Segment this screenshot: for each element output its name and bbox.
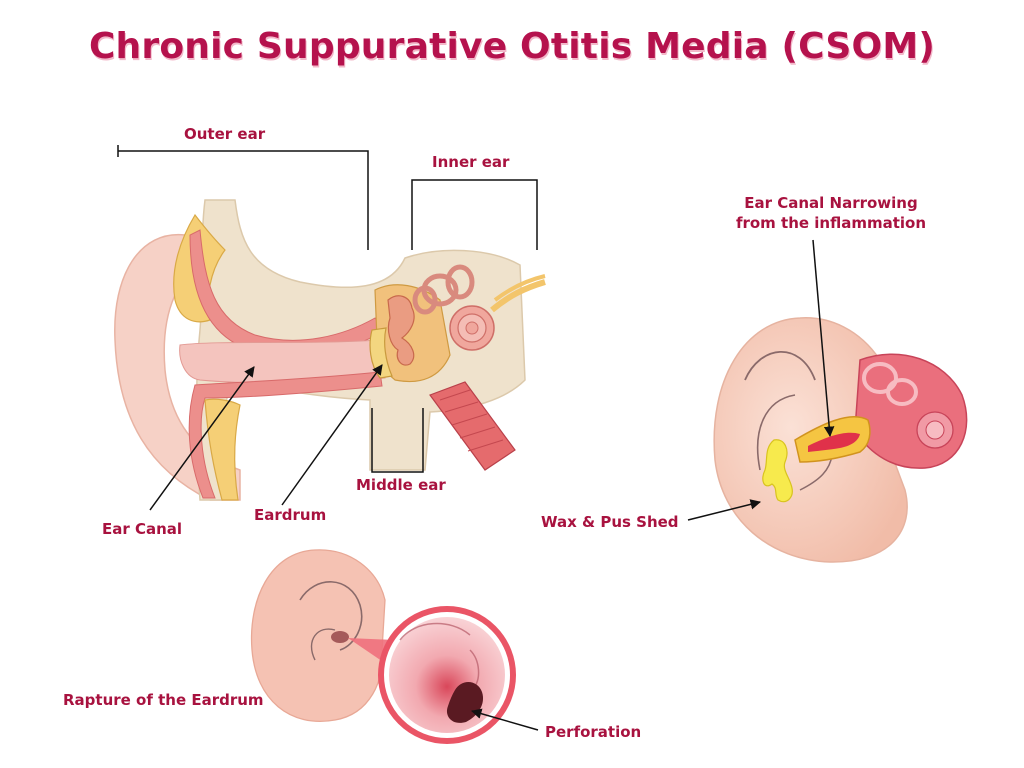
label-middle-ear: Middle ear [356,476,446,494]
eardrum-pointer [281,364,383,506]
wax-pus-pointer [687,499,762,521]
canal-wall-lower [188,371,383,499]
label-narrowing-line2: from the inflammation [735,214,927,232]
middle-ear-bracket [371,408,424,473]
ear-helix-fold [744,350,816,381]
cartilage-lower [204,398,241,501]
inner-ear-structure [854,353,968,469]
label-narrowing-line1: Ear Canal Narrowing [744,194,918,212]
ossicles [387,295,415,366]
auditory-nerve [490,279,546,313]
eustachian-tube [429,381,516,471]
ear-lobe-outer [250,549,386,722]
ruptured-ear [250,549,516,744]
inflamed-ear [713,317,968,563]
tube-ridges [439,389,504,452]
cochlea [449,305,495,351]
label-wax-pus: Wax & Pus Shed [541,513,679,531]
perforation-pointer [470,708,539,731]
pus-drip [762,439,793,503]
label-narrowing: Ear Canal Narrowing from the inflammatio… [726,193,936,233]
ear-canal-pointer [149,366,255,511]
inflamed-lining [808,432,860,452]
label-rupture: Rapture of the Eardrum [63,691,264,709]
label-outer-ear: Outer ear [184,125,266,143]
diagram-title: Chronic Suppurative Otitis Media (CSOM) [88,26,936,67]
semicircular-canals [412,264,475,315]
label-ear-canal: Ear Canal [102,520,183,538]
label-eardrum: Eardrum [254,506,327,524]
outer-ear-bracket [117,145,369,250]
inner-ear-bracket [411,179,538,250]
narrowing-pointer [812,239,835,438]
label-inner-ear: Inner ear [432,153,510,171]
label-perforation: Perforation [545,723,642,741]
ear-cross-section [114,199,546,501]
